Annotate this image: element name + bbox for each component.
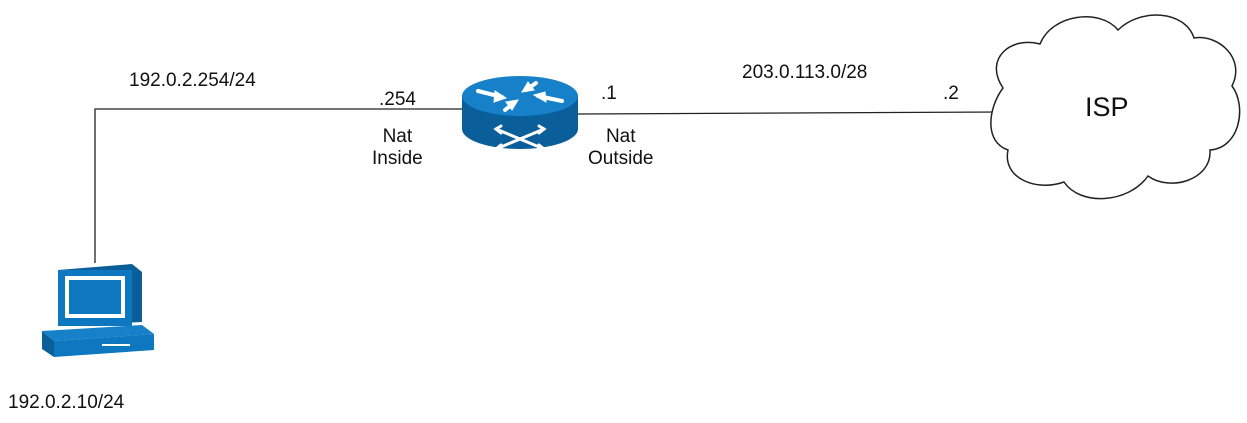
nat-inside-label: Nat Inside: [372, 126, 423, 169]
router-inside-ip-label: .254: [379, 89, 416, 110]
wan-link: [577, 111, 1004, 115]
isp-name-label: ISP: [1085, 92, 1129, 122]
isp-ip-label: .2: [943, 83, 959, 104]
router-outside-ip-label: .1: [601, 83, 617, 104]
lan-link: [94, 108, 462, 263]
cloud-icon[interactable]: [990, 14, 1241, 200]
nat-outside-label: Nat Outside: [588, 126, 654, 169]
lan-subnet-label: 192.0.2.254/24: [129, 70, 256, 91]
router-icon[interactable]: [462, 76, 578, 154]
host-ip-label: 192.0.2.10/24: [8, 392, 125, 413]
desktop-computer-icon[interactable]: [42, 264, 154, 357]
wan-subnet-label: 203.0.113.0/28: [742, 62, 868, 83]
